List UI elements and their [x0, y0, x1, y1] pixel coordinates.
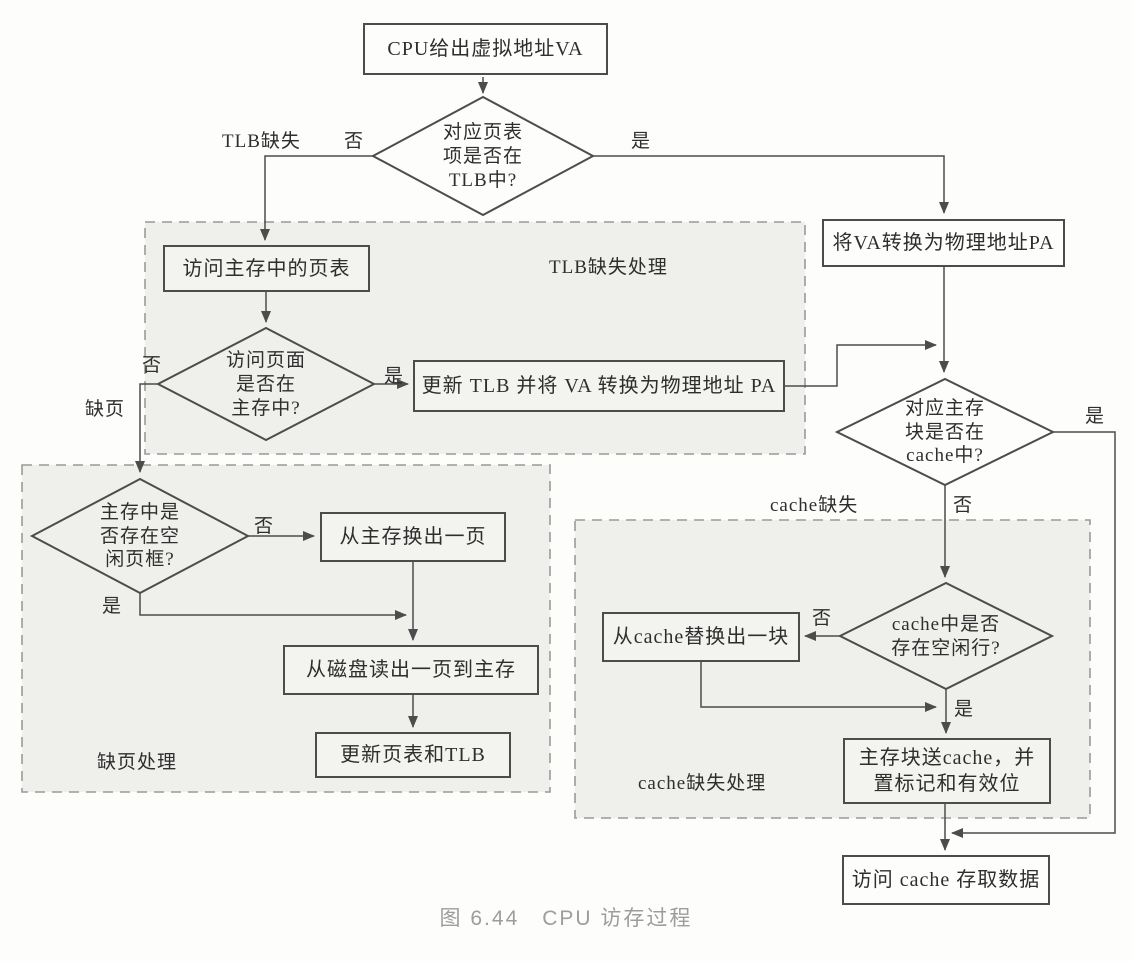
edge-cachecheck-yes — [951, 431, 1116, 838]
label-yes-page-check: 是 — [384, 366, 405, 387]
flow-edges — [135, 77, 1116, 851]
diamond-cache-check — [834, 377, 1056, 487]
label-tlb-miss: TLB缺失 — [222, 131, 301, 152]
label-yes-line-check: 是 — [954, 699, 975, 720]
node-read-page-from-disk: 从磁盘读出一页到主存 — [283, 645, 539, 695]
node-swap-out-page: 从主存换出一页 — [320, 512, 506, 562]
diamond-text-tlb-check: 对应页表 项是否在 TLB中? — [442, 122, 523, 191]
label-no-frame-check: 否 — [254, 516, 275, 537]
label-cache-miss-handling: cache缺失处理 — [638, 773, 767, 794]
node-access-page-table: 访问主存中的页表 — [163, 245, 370, 292]
node-replace-cache-block: 从cache替换出一块 — [602, 612, 800, 662]
diamond-tlb-check — [370, 95, 596, 217]
diamond-text-free-frame-check: 主存中是 否存在空 闲页框? — [99, 501, 180, 571]
edge-tlbcheck-yes — [592, 155, 949, 214]
diamond-text-cache-check: 对应主存 块是否在 cache中? — [904, 397, 985, 467]
edge-tlbcheck-no — [260, 155, 375, 241]
node-update-page-table-tlb: 更新页表和TLB — [315, 732, 511, 778]
node-load-block-to-cache: 主存块送cache，并 置标记和有效位 — [843, 738, 1051, 804]
label-yes-tlb-check: 是 — [631, 131, 652, 152]
label-no-tlb-check: 否 — [344, 131, 365, 152]
edge-updatetlb-merge — [785, 340, 937, 387]
diamond-text-free-line-check: cache中是否 存在空闲行? — [891, 613, 1001, 659]
label-page-fault-handling: 缺页处理 — [97, 752, 178, 773]
label-page-fault: 缺页 — [85, 399, 126, 420]
node-translate-va-pa: 将VA转换为物理地址PA — [822, 219, 1065, 267]
edge-pagecheck-no — [135, 383, 159, 473]
figure-caption: 图 6.44 CPU 访存过程 — [439, 907, 693, 930]
label-no-cache-check: 否 — [953, 495, 974, 516]
label-tlb-miss-handling: TLB缺失处理 — [549, 257, 668, 278]
label-no-page-check: 否 — [142, 355, 163, 376]
node-cpu-va: CPU给出虚拟地址VA — [363, 23, 608, 75]
node-access-cache: 访问 cache 存取数据 — [842, 855, 1050, 905]
label-yes-cache-check: 是 — [1085, 406, 1106, 427]
label-no-line-check: 否 — [812, 608, 833, 629]
node-update-tlb-translate: 更新 TLB 并将 VA 转换为物理地址 PA — [413, 360, 785, 412]
edge-framecheck-yes — [139, 593, 407, 620]
diamond-free-line-check — [837, 581, 1055, 691]
diamond-free-frame-check — [29, 477, 251, 595]
diamond-page-in-mem-check — [155, 326, 377, 442]
decision-diamonds — [29, 95, 1056, 691]
diamond-text-page-in-mem-check: 访问页面 是否在 主存中? — [225, 350, 306, 419]
label-cache-miss: cache缺失 — [770, 495, 859, 516]
label-yes-frame-check: 是 — [102, 596, 123, 617]
edge-replace-merge — [700, 662, 937, 712]
